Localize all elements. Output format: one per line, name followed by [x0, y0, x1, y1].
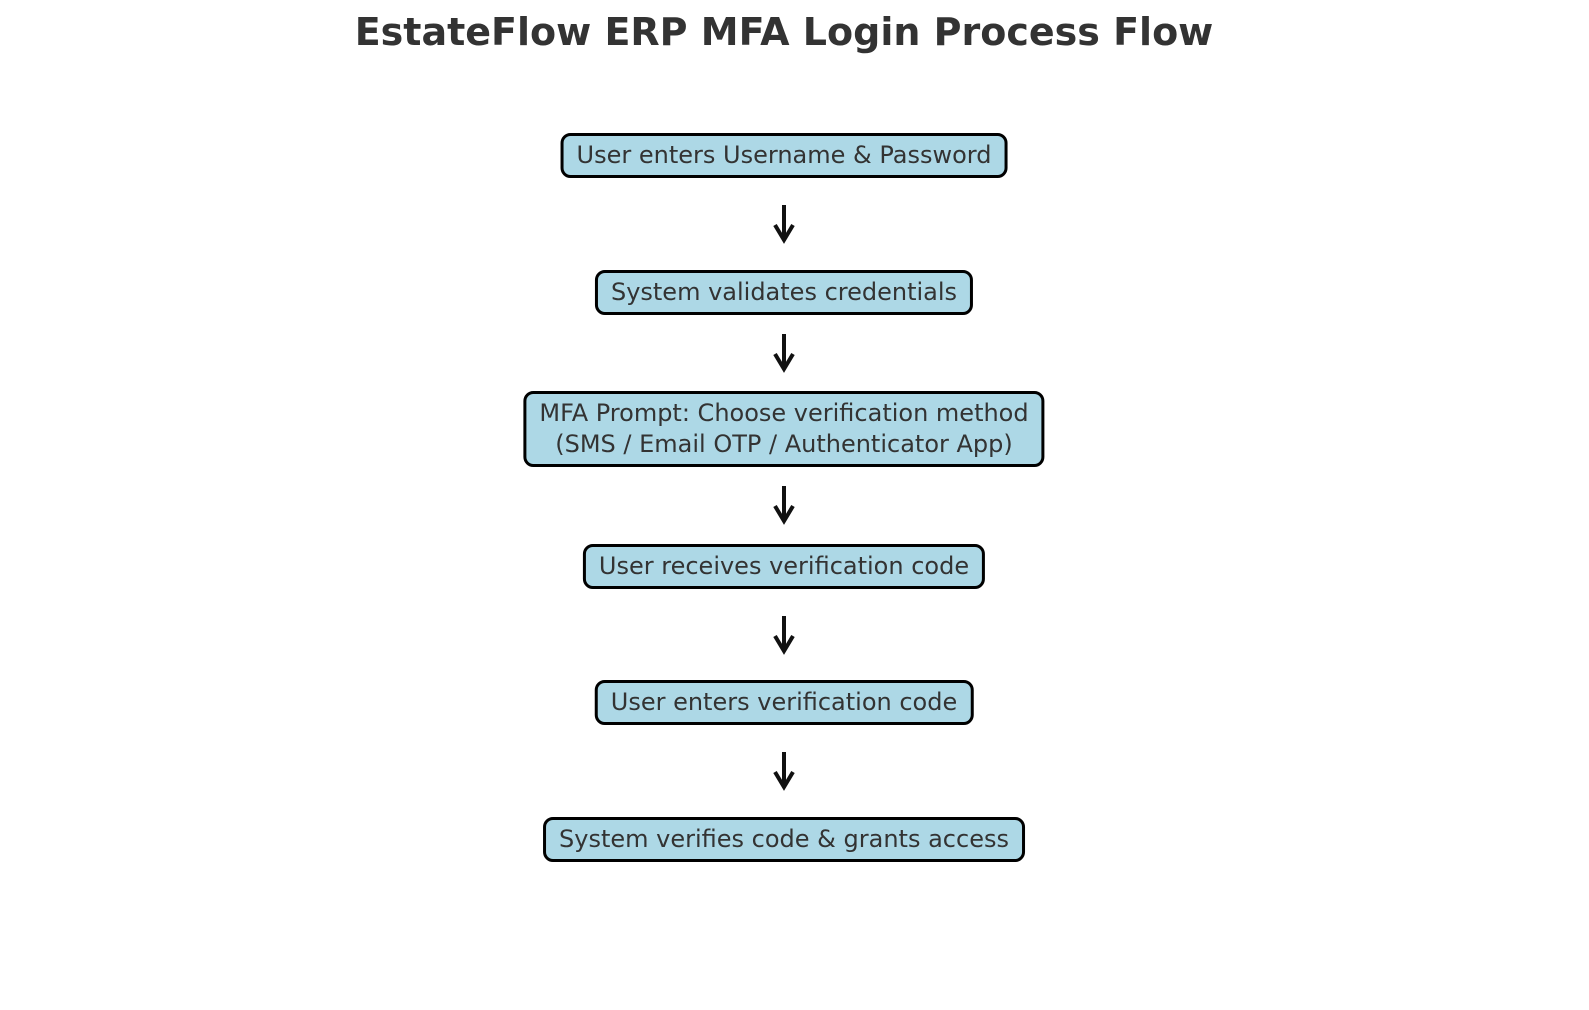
flow-step-user-enters-code: User enters verification code	[594, 680, 974, 725]
diagram-title: EstateFlow ERP MFA Login Process Flow	[354, 10, 1214, 54]
flow-step-system-verifies-grants-access: System verifies code & grants access	[543, 817, 1025, 862]
flow-step-mfa-prompt: MFA Prompt: Choose verification method (…	[523, 391, 1045, 467]
down-arrow-icon	[770, 332, 798, 374]
down-arrow-icon	[770, 750, 798, 792]
flow-step-user-enters-credentials: User enters Username & Password	[560, 133, 1008, 178]
down-arrow-icon	[770, 203, 798, 245]
down-arrow-icon	[770, 484, 798, 526]
flow-step-user-receives-code: User receives verification code	[582, 544, 986, 589]
flow-step-system-validates: System validates credentials	[594, 270, 974, 315]
down-arrow-icon	[770, 614, 798, 656]
